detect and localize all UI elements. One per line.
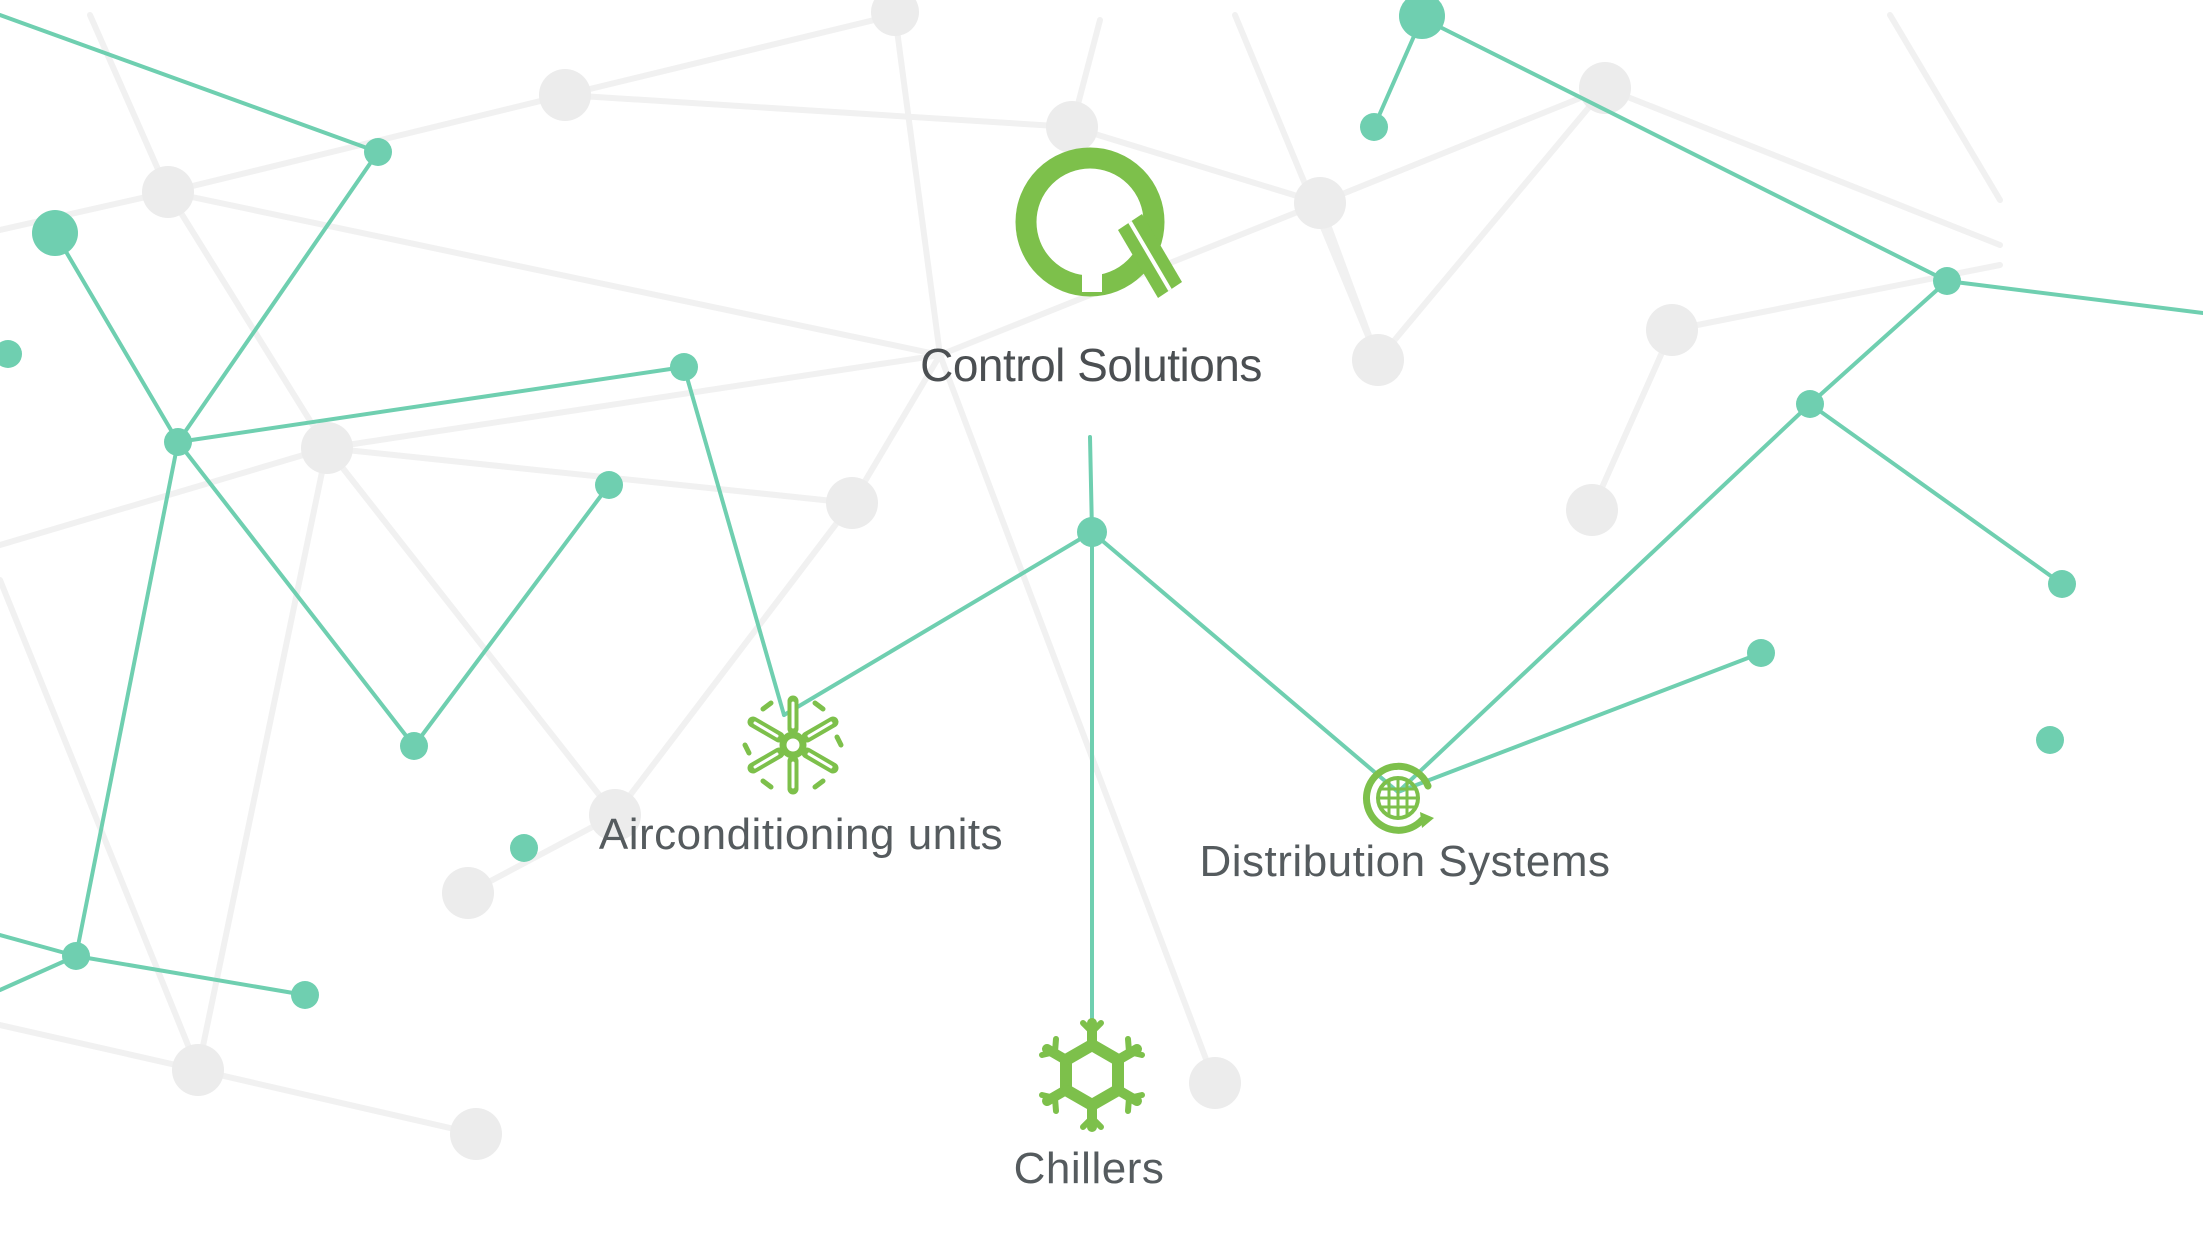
globe-cycle-icon — [1363, 762, 1434, 834]
label-chillers: Chillers — [1013, 1144, 1165, 1193]
label-airconditioning-units: Airconditioning units — [598, 810, 1004, 859]
brand-name: Control Solutions — [920, 339, 1262, 391]
logo-icon — [1015, 147, 1182, 298]
teal-network-nodes — [0, 0, 2076, 1009]
label-distribution-systems: Distribution Systems — [1199, 837, 1611, 886]
background-network-nodes — [142, 0, 1698, 1160]
background-network — [0, 12, 2003, 1137]
snowflake-icon — [1039, 1018, 1145, 1132]
fan-icon — [742, 695, 844, 795]
teal-network-links — [0, 13, 2203, 1042]
